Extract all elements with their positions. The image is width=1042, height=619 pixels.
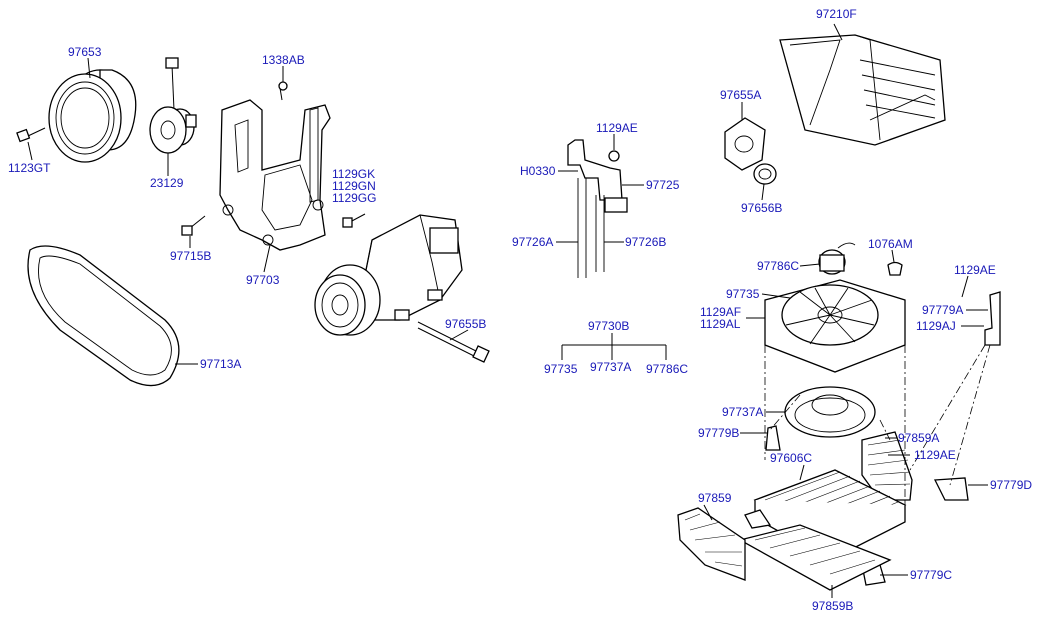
part-label-97726b[interactable]: 97726B xyxy=(625,235,667,249)
fan-shroud-drawing xyxy=(764,279,906,373)
part-label-h0330[interactable]: H0330 xyxy=(520,164,556,178)
part-label-1123gt[interactable]: 1123GT xyxy=(8,161,51,175)
pulley-drawing xyxy=(48,69,137,163)
part-label-1129ae-hose[interactable]: 1129AE xyxy=(596,121,638,135)
part-label-97779d[interactable]: 97779D xyxy=(990,478,1033,492)
part-label-97210f[interactable]: 97210F xyxy=(816,7,857,21)
part-label-1129af[interactable]: 1129AF xyxy=(700,305,742,319)
bolt-1123gt-drawing xyxy=(16,127,46,143)
gasket-drawing xyxy=(724,117,766,171)
part-label-97779c[interactable]: 97779C xyxy=(910,568,953,582)
part-label-97859[interactable]: 97859 xyxy=(698,491,732,505)
air-guard-97859a-drawing xyxy=(861,431,913,501)
air-guard-97859b-drawing xyxy=(738,524,892,591)
seal-ring-drawing xyxy=(753,163,777,185)
part-label-1129gn[interactable]: 1129GN xyxy=(332,179,376,193)
fan-motor-drawing xyxy=(818,242,856,275)
bracket-97779b-drawing xyxy=(765,425,781,451)
bolt-97715b-drawing xyxy=(181,215,206,236)
part-label-97606c[interactable]: 97606C xyxy=(770,451,813,465)
part-label-97737a[interactable]: 97737A xyxy=(722,405,764,419)
part-label-97859a[interactable]: 97859A xyxy=(898,431,940,445)
part-label-1129ae-guard[interactable]: 1129AE xyxy=(914,448,956,462)
bolt-97655b-drawing xyxy=(417,321,490,363)
part-label-1076am[interactable]: 1076AM xyxy=(868,237,913,251)
compressor-drawing xyxy=(314,214,463,336)
leader-lines xyxy=(27,23,988,598)
part-label-1129al[interactable]: 1129AL xyxy=(700,317,741,331)
fan-blade-drawing xyxy=(784,386,876,438)
belt-drawing xyxy=(27,245,180,387)
bolt-1338ab-drawing xyxy=(278,81,288,91)
part-label-1338ab[interactable]: 1338AB xyxy=(262,53,305,67)
idler-pulley-drawing xyxy=(149,57,197,154)
bracket-drawing xyxy=(219,87,331,251)
part-label-97779a[interactable]: 97779A xyxy=(922,303,964,317)
grommet-drawing xyxy=(887,261,903,276)
kit-bracket-lines xyxy=(561,333,667,360)
part-label-1129gk[interactable]: 1129GK xyxy=(332,167,376,181)
part-label-97786c[interactable]: 97786C xyxy=(757,259,800,273)
part-label-97730b[interactable]: 97730B xyxy=(588,319,630,333)
evaporator-housing-drawing xyxy=(779,34,946,146)
bracket-97779d-drawing xyxy=(933,477,969,501)
bolt-1129gk-drawing xyxy=(342,213,366,228)
part-label-97737a-kit[interactable]: 97737A xyxy=(590,360,632,374)
part-label-97656b[interactable]: 97656B xyxy=(741,201,783,215)
part-label-1129gg[interactable]: 1129GG xyxy=(332,191,377,205)
part-label-97655a[interactable]: 97655A xyxy=(720,88,762,102)
condenser-drawing xyxy=(744,469,907,561)
bracket-97779a-drawing xyxy=(984,291,1001,346)
part-label-97735[interactable]: 97735 xyxy=(726,287,760,301)
part-label-97779b[interactable]: 97779B xyxy=(698,426,740,440)
hose-assembly-drawing xyxy=(567,139,628,278)
part-label-97735-kit[interactable]: 97735 xyxy=(544,362,578,376)
part-label-97859b[interactable]: 97859B xyxy=(812,599,854,613)
part-label-97655b[interactable]: 97655B xyxy=(445,317,487,331)
part-label-97786c-kit[interactable]: 97786C xyxy=(646,362,689,376)
part-label-97703[interactable]: 97703 xyxy=(246,273,280,287)
part-label-23129[interactable]: 23129 xyxy=(150,176,184,190)
part-label-97715b[interactable]: 97715B xyxy=(170,249,212,263)
part-label-1129aj[interactable]: 1129AJ xyxy=(916,319,956,333)
part-label-97713a[interactable]: 97713A xyxy=(200,357,242,371)
air-guard-97859-drawing xyxy=(677,507,746,581)
part-label-1129ae-bracket[interactable]: 1129AE xyxy=(954,263,996,277)
part-label-97725[interactable]: 97725 xyxy=(646,178,680,192)
part-label-97726a[interactable]: 97726A xyxy=(512,235,554,249)
part-label-97653[interactable]: 97653 xyxy=(68,45,102,59)
